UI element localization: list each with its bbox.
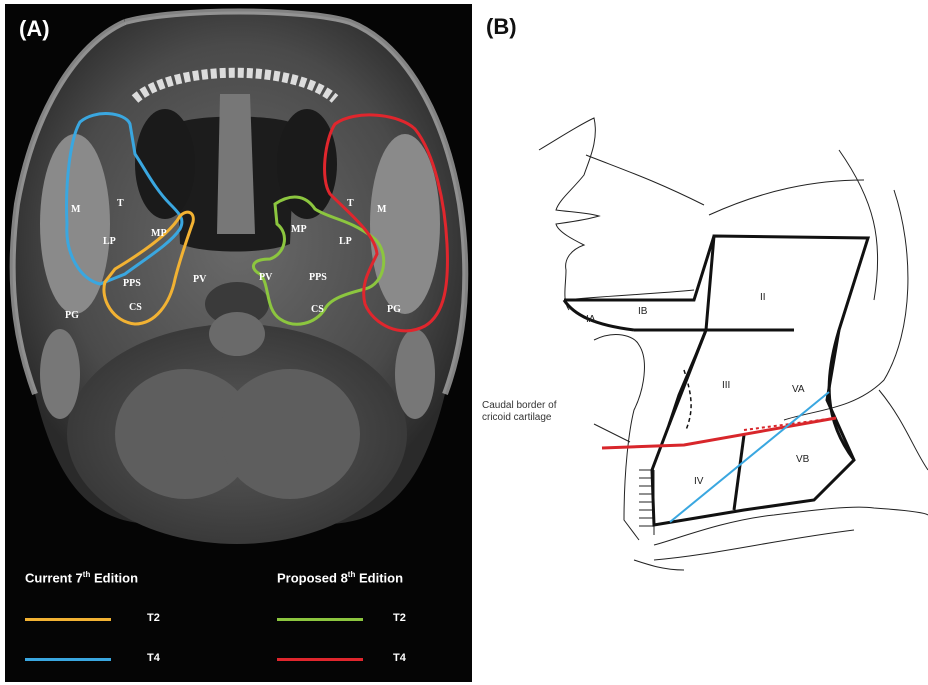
- label-lp-left: LP: [103, 236, 116, 247]
- legend-label-current-t2: T2: [147, 612, 160, 624]
- level-ib: IB: [638, 306, 648, 317]
- label-mp-right: MP: [291, 224, 307, 235]
- label-pg-right: PG: [387, 304, 401, 315]
- annotation-arrow: [594, 424, 630, 442]
- level-vb: VB: [796, 454, 810, 465]
- label-t-left: T: [117, 198, 124, 209]
- label-m-right: M: [377, 204, 387, 215]
- annotation-text: Caudal border of cricoid cartilage: [482, 400, 557, 424]
- label-pg-left: PG: [65, 310, 79, 321]
- legend-proposed-title: Proposed 8th Edition: [277, 570, 403, 585]
- panel-a-label: (A): [19, 16, 50, 42]
- face-profile: [539, 118, 599, 310]
- label-pps-right: PPS: [309, 272, 327, 283]
- legend-line-current-t4: [25, 658, 111, 661]
- label-m-left: M: [71, 204, 81, 215]
- level-ia: IA: [586, 314, 596, 325]
- neck-diagram: IA IB II III IV VA VB: [474, 0, 928, 685]
- level-va: VA: [792, 384, 805, 395]
- label-cs-right: CS: [311, 304, 324, 315]
- level-ii: II: [760, 292, 766, 303]
- legend-current-title: Current 7th Edition: [25, 570, 138, 585]
- level-iii: III: [722, 380, 730, 391]
- red-line-cricoid: [602, 418, 836, 448]
- annotation-line-2: cricoid cartilage: [482, 412, 557, 424]
- label-mp-left: MP: [151, 228, 167, 239]
- panel-b-label: (B): [486, 14, 517, 40]
- legend-label-proposed-t4: T4: [393, 652, 406, 664]
- legend-line-proposed-t2: [277, 618, 363, 621]
- label-pv-left: PV: [193, 274, 207, 285]
- legend-label-current-t4: T4: [147, 652, 160, 664]
- label-pps-left: PPS: [123, 278, 141, 289]
- level-boundary: [652, 236, 868, 525]
- label-pv-right: PV: [259, 272, 273, 283]
- legend-line-current-t2: [25, 618, 111, 621]
- label-t-right: T: [347, 198, 354, 209]
- level-iv: IV: [694, 476, 704, 487]
- panel-b-diagram: (B): [474, 0, 928, 685]
- annotation-line-1: Caudal border of: [482, 400, 557, 412]
- label-lp-right: LP: [339, 236, 352, 247]
- label-cs-left: CS: [129, 302, 142, 313]
- legend-line-proposed-t4: [277, 658, 363, 661]
- panel-a-mri: M T LP MP PPS CS PG PV M T LP MP PPS CS …: [5, 4, 472, 682]
- legend-label-proposed-t2: T2: [393, 612, 406, 624]
